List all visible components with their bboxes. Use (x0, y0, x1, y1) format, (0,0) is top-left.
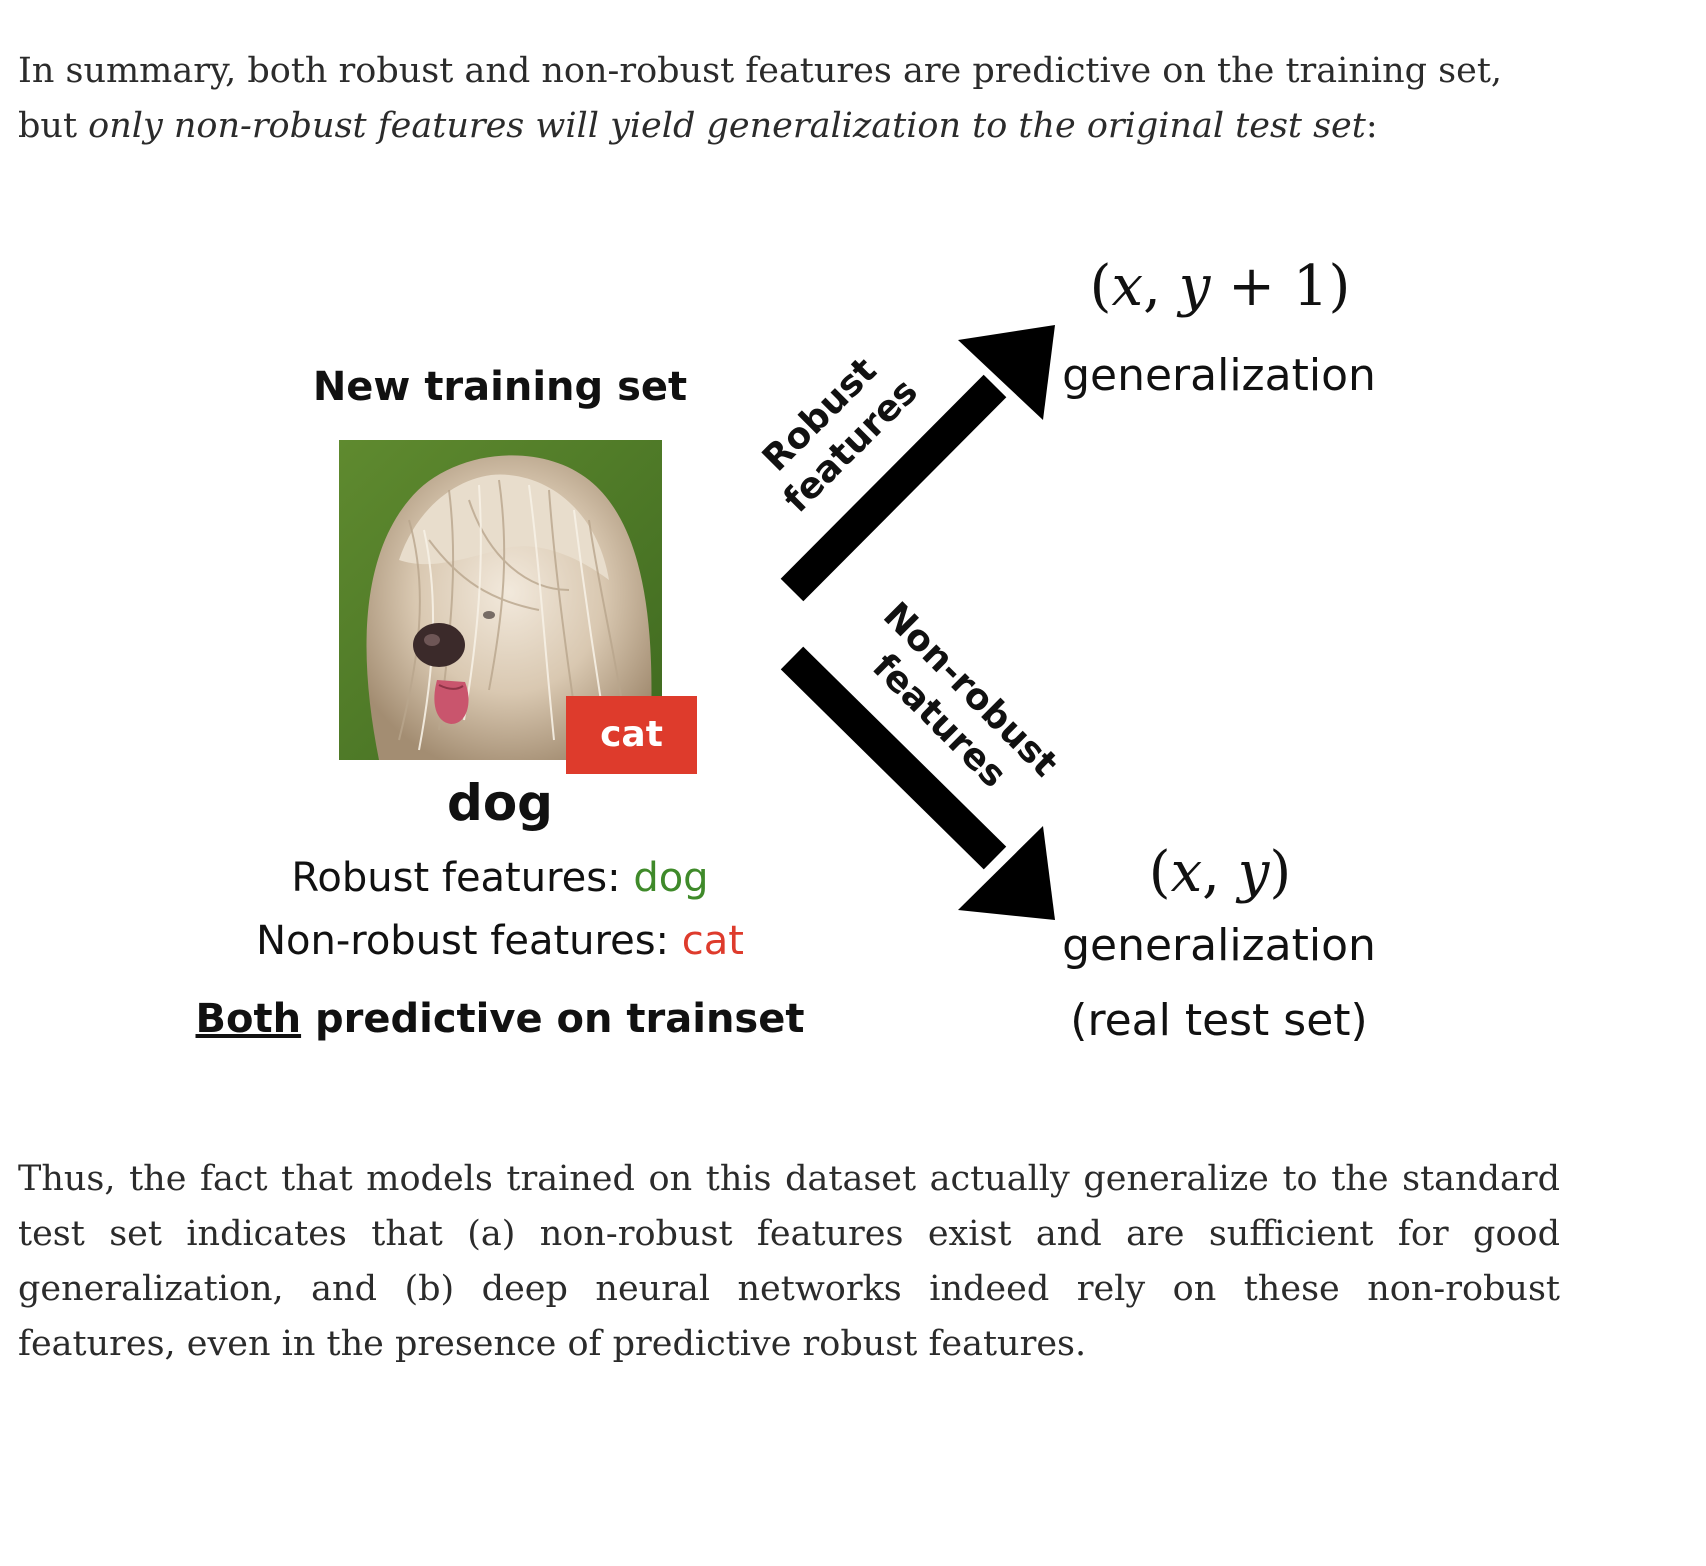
both-underlined: Both (195, 996, 302, 1042)
top-generalization-label: generalization (1062, 350, 1376, 401)
both-predictive-line: Both predictive on trainset (150, 996, 850, 1042)
conclusion-paragraph: Thus, the fact that models trained on th… (18, 1159, 1560, 1364)
intro-end: : (1365, 106, 1378, 146)
both-rest: predictive on trainset (301, 996, 805, 1042)
robust-arrow (780, 325, 1055, 602)
nonrobust-features-value: cat (681, 918, 744, 964)
nonrobust-arrow (780, 646, 1055, 920)
nonrobust-features-prefix: Non-robust features: (256, 918, 682, 964)
dog-label: dog (447, 774, 553, 832)
math-x-y: (x, y) (1148, 840, 1292, 905)
math-x-y-plus-1: (x, y + 1) (1089, 254, 1351, 319)
robust-features-value: dog (633, 855, 709, 901)
nonrobust-arrow-label: Non-robust features (864, 595, 1065, 796)
robust-features-line: Robust features: dog (150, 855, 850, 901)
intro-text: In summary, both robust and non-robust f… (18, 51, 1503, 146)
intro-paragraph: In summary, both robust and non-robust f… (18, 44, 1560, 154)
dog-photo (339, 440, 662, 760)
cat-label-tag: cat (566, 696, 697, 774)
real-test-set-label: (real test set) (1070, 995, 1368, 1046)
bottom-generalization-label: generalization (1062, 920, 1376, 971)
intro-italic-text: only non-robust features will yield gene… (88, 106, 1366, 146)
robust-features-prefix: Robust features: (291, 855, 634, 901)
training-set-title: New training set (312, 364, 688, 410)
nonrobust-features-line: Non-robust features: cat (150, 918, 850, 964)
